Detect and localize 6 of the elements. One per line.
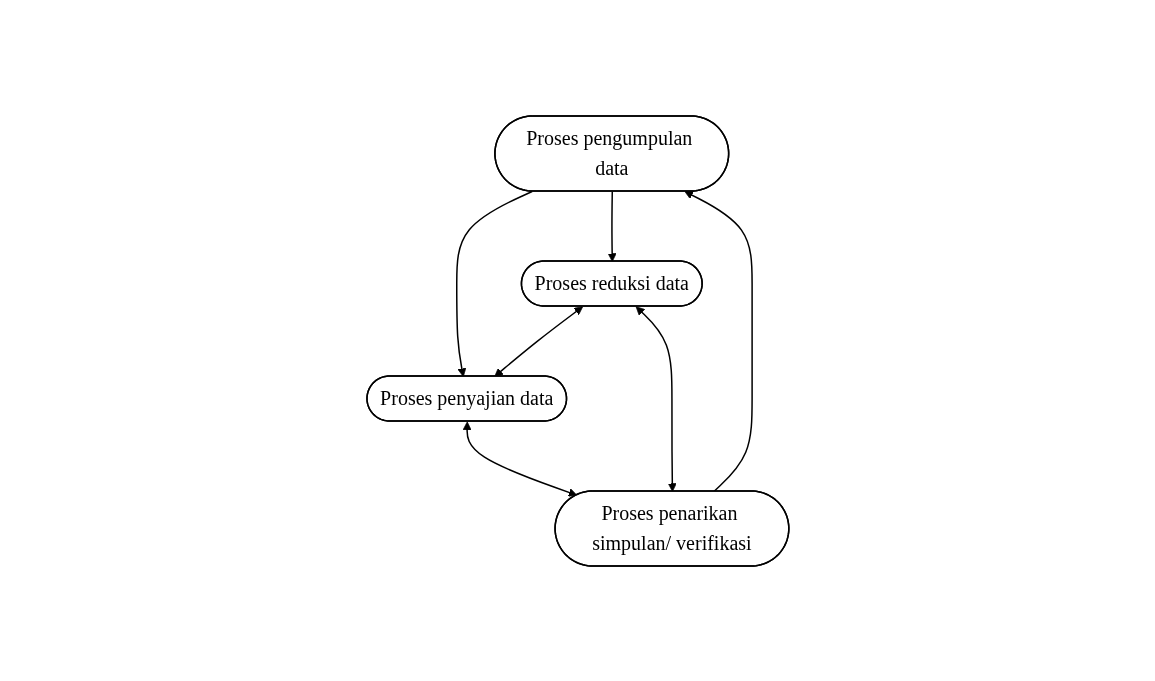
arrow	[455, 190, 533, 377]
arrow	[607, 190, 617, 262]
arrow	[635, 305, 677, 492]
arrow	[493, 305, 583, 377]
arrow	[684, 190, 753, 492]
arrow	[462, 421, 577, 497]
